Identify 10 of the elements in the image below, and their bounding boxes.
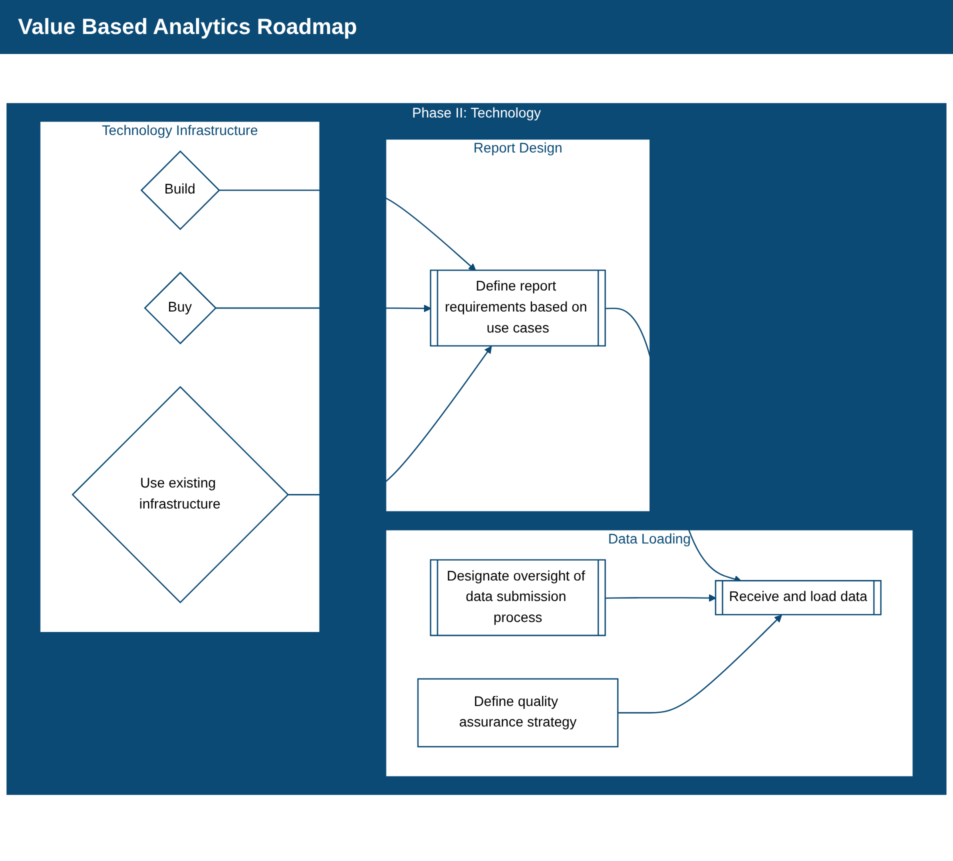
- arrow: [618, 614, 782, 714]
- arrow: [606, 594, 716, 602]
- arrow: [215, 304, 432, 312]
- arrow: [218, 190, 476, 272]
- diagram-title: Value Based Analytics Roadmap: [0, 0, 953, 54]
- node-box: Define quality assurance strategy: [417, 678, 618, 748]
- node-diamond: Buy: [144, 272, 217, 344]
- node-diamond: Build: [140, 150, 220, 230]
- node-diamond: Use existing infrastructure: [72, 386, 289, 604]
- arrow: [288, 346, 492, 496]
